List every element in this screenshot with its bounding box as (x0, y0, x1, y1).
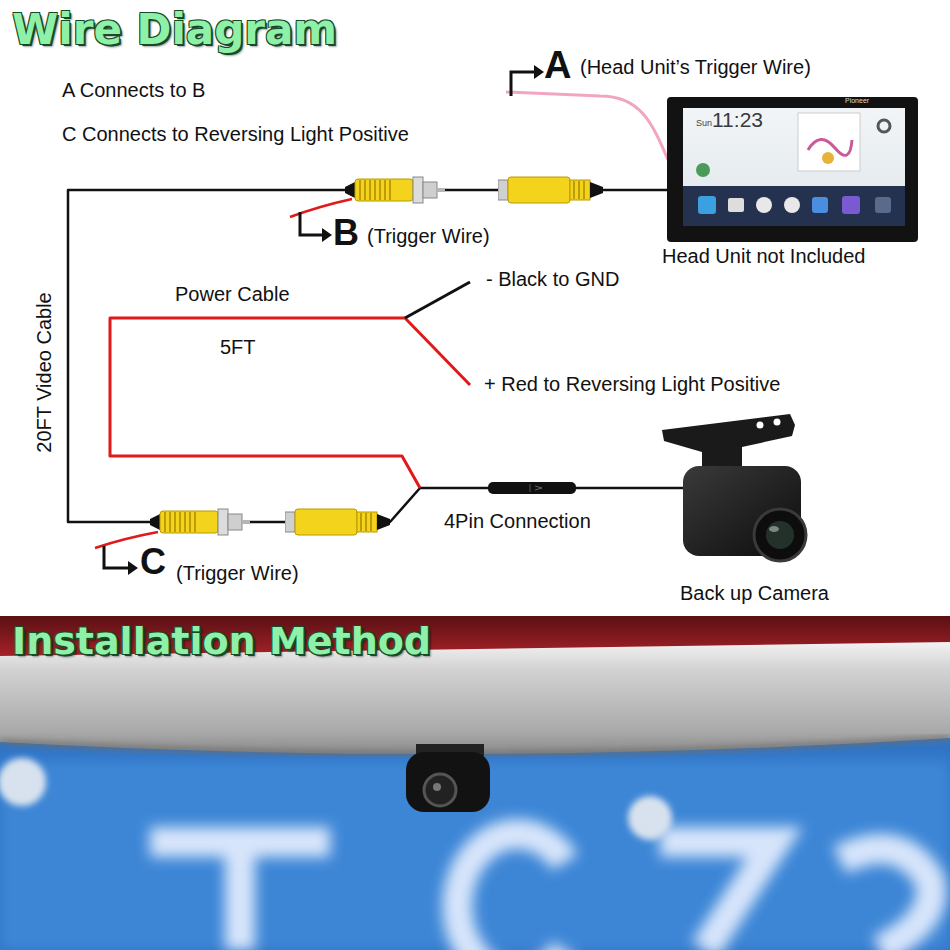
wire-label: (Trigger Wire) (176, 562, 299, 585)
length-label: 5FT (220, 336, 256, 359)
node-caption: Back up Camera (680, 582, 829, 605)
callout-letter: B (333, 212, 359, 253)
wire-label: + Red to Reversing Light Positive (484, 373, 780, 396)
brand-text: Pioneer (845, 97, 869, 105)
clock-text: 11:23 (712, 108, 763, 132)
trigger-wires (95, 92, 668, 548)
power-cable (110, 282, 470, 488)
wire-label: - Black to GND (486, 268, 619, 291)
four-pin-connector (488, 482, 576, 494)
note-text: C Connects to Reversing Light Positive (62, 123, 409, 146)
backup-camera (662, 414, 806, 561)
connector-label: 4Pin Connection (444, 510, 591, 533)
wire-label: (Trigger Wire) (367, 225, 490, 248)
callout-letter: A (544, 44, 571, 88)
note-text: A Connects to B (62, 79, 205, 102)
callout-letter: C (140, 541, 166, 582)
head-unit (667, 97, 918, 242)
camera-box: Back up Camera (683, 466, 801, 556)
cable-label: Power Cable (175, 283, 290, 306)
node-caption: Head Unit not Included (662, 245, 865, 268)
diagram-title: Wire Diagram (12, 6, 337, 54)
video-cable (68, 190, 683, 522)
wire-label: (Head Unit’s Trigger Wire) (580, 56, 811, 79)
rca-plugs (150, 177, 603, 535)
screen-text: Sun (696, 118, 712, 128)
installation-photo (0, 616, 950, 950)
section-heading: Installation Method (12, 620, 431, 664)
cable-label: 20FT Video Cable (33, 292, 56, 452)
head-unit-box: PioneerSun11:23Head Unit not Included (667, 97, 918, 242)
